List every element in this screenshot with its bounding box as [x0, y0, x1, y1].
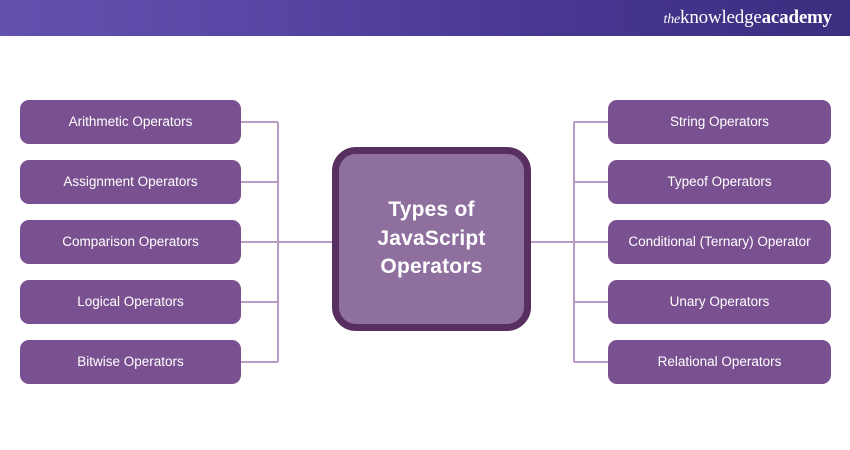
branch-label: Comparison Operators	[62, 233, 199, 249]
logo-word-one: knowledge	[680, 7, 762, 28]
center-title-line-1: Types of	[388, 197, 475, 221]
branch-label: Relational Operators	[657, 353, 782, 369]
branch-box-string-operators[interactable]: String Operators	[608, 100, 831, 144]
branch-box-comparison-operators[interactable]: Comparison Operators	[20, 220, 241, 264]
branch-label: Arithmetic Operators	[68, 113, 193, 129]
branch-box-conditional-ternary-operator[interactable]: Conditional (Ternary) Operator	[608, 220, 831, 264]
branch-box-arithmetic-operators[interactable]: Arithmetic Operators	[20, 100, 241, 144]
center-title-line-2: JavaScript	[377, 226, 486, 250]
branch-box-relational-operators[interactable]: Relational Operators	[608, 340, 831, 384]
branch-box-typeof-operators[interactable]: Typeof Operators	[608, 160, 831, 204]
branch-label: Typeof Operators	[667, 173, 772, 189]
branch-label: Logical Operators	[77, 293, 184, 309]
branch-box-assignment-operators[interactable]: Assignment Operators	[20, 160, 241, 204]
branch-label: Bitwise Operators	[77, 353, 184, 369]
branch-label: Conditional (Ternary) Operator	[628, 233, 811, 249]
logo-prefix: the	[663, 12, 681, 27]
center-title-line-3: Operators	[380, 255, 483, 279]
branch-box-bitwise-operators[interactable]: Bitwise Operators	[20, 340, 241, 384]
connector-lines	[241, 120, 608, 364]
branch-box-unary-operators[interactable]: Unary Operators	[608, 280, 831, 324]
branch-label: String Operators	[669, 113, 770, 129]
branch-label: Assignment Operators	[63, 173, 198, 189]
center-node[interactable]: Types of JavaScript Operators	[332, 147, 531, 331]
branch-box-logical-operators[interactable]: Logical Operators	[20, 280, 241, 324]
logo-word-two: academy	[761, 7, 833, 28]
center-node-title: Types of JavaScript Operators	[369, 196, 493, 283]
diagram-canvas: Arithmetic Operators Assignment Operator…	[0, 36, 850, 450]
branch-label: Unary Operators	[669, 293, 770, 309]
